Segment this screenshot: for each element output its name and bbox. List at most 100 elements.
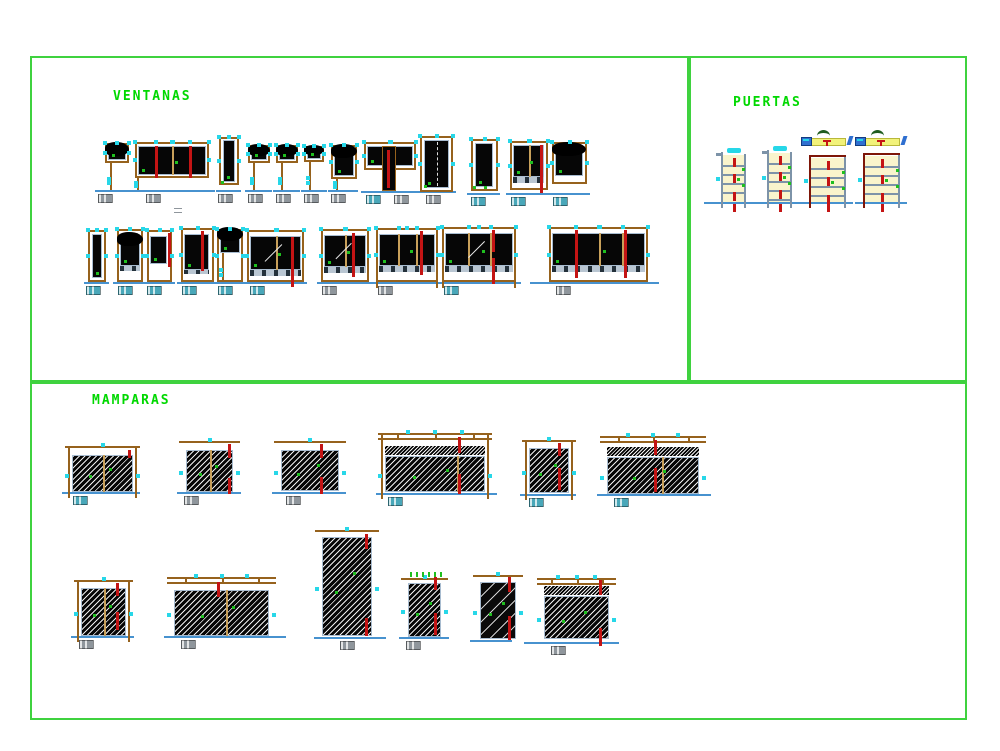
glass (223, 140, 235, 182)
baseline (216, 190, 241, 192)
post (487, 433, 489, 499)
plan-grip (803, 139, 809, 141)
grip (257, 143, 261, 147)
baseline (301, 190, 327, 192)
grip (496, 572, 500, 576)
mullion (468, 233, 470, 266)
red-marker (881, 204, 884, 212)
grip (228, 227, 232, 231)
frame (147, 230, 172, 282)
red-marker (365, 618, 368, 636)
sill (250, 270, 301, 276)
grip (179, 471, 183, 475)
panel-divider (226, 590, 228, 636)
frame (247, 230, 304, 282)
grip (467, 225, 471, 229)
label-chip (250, 286, 265, 295)
grip (237, 135, 241, 139)
green-tick (440, 572, 442, 577)
grip (133, 140, 137, 144)
panel-divider (457, 456, 459, 492)
frame (442, 227, 516, 282)
glass (220, 231, 240, 253)
red-marker (320, 477, 323, 494)
grip (389, 140, 393, 144)
green-marker (278, 253, 281, 256)
section-label-puertas: PUERTAS (733, 95, 802, 110)
baseline (757, 202, 801, 204)
rail (315, 530, 379, 532)
section-label-mamparas: MAMPARAS (92, 393, 171, 408)
green-marker (109, 468, 112, 471)
grip (134, 184, 138, 188)
label-chip (184, 496, 199, 505)
green-marker (554, 464, 557, 467)
baseline (361, 191, 418, 193)
glass (250, 236, 301, 270)
grip (188, 140, 192, 144)
door-head (809, 155, 846, 157)
grip (344, 227, 348, 231)
grip (217, 159, 221, 163)
grip (451, 134, 455, 138)
green-marker (603, 250, 606, 253)
red-marker (387, 150, 390, 188)
door-rung (769, 172, 790, 174)
leg (436, 282, 438, 288)
plan-jamb (855, 137, 866, 146)
green-marker (489, 613, 492, 616)
red-marker (168, 233, 171, 267)
green-marker (413, 476, 416, 479)
green-marker (896, 185, 899, 188)
glass-reflection (335, 242, 352, 260)
baseline (314, 637, 386, 639)
red-marker (827, 161, 830, 170)
green-marker (788, 182, 791, 185)
plan-grip (857, 139, 863, 141)
red-marker (599, 580, 602, 595)
door-head (863, 153, 900, 155)
rail-post (602, 578, 604, 585)
hatch-panel (81, 588, 126, 636)
plan-red-mark (823, 140, 831, 142)
